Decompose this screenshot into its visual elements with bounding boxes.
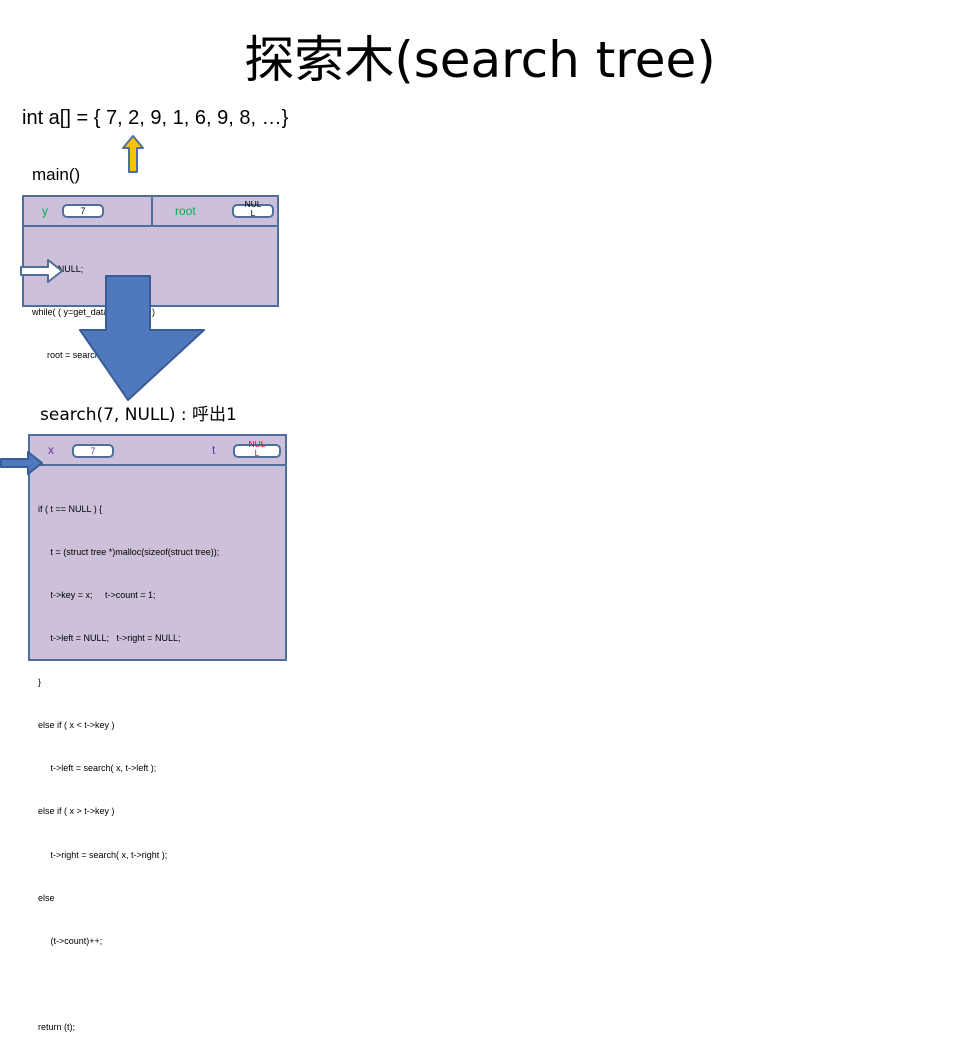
code-line: else if ( x > t->key ) (38, 806, 115, 817)
code-line: t->right = search( x, t->right ); (38, 849, 168, 860)
var-cell-root: root NUL L (153, 197, 277, 227)
var-name-y: y (42, 204, 48, 218)
var-value-root: NUL L (232, 200, 274, 218)
array-declaration: int a[] = { 7, 2, 9, 1, 6, 9, 8, …} (22, 107, 289, 129)
code-line: t = (struct tree *)malloc(sizeof(struct … (38, 547, 220, 558)
var-name-root: root (175, 204, 196, 218)
var-cell-y: y 7 (24, 197, 153, 227)
code-line: else (38, 892, 55, 903)
code-line: t->left = NULL; t->right = NULL; (38, 633, 181, 644)
code-line: t->key = x; t->count = 1; (38, 590, 156, 601)
var-value-t: NUL L (233, 440, 281, 458)
slide-title: 探索木(search tree) (244, 31, 716, 89)
code-line: t->left = search( x, t->left ); (38, 763, 157, 774)
main-frame-label: main() (32, 165, 81, 184)
var-value-y: 7 (62, 204, 104, 218)
search-code: if ( t == NULL ) { t = (struct tree *)ma… (38, 473, 219, 1064)
call-arrow-icon (79, 275, 205, 401)
code-line: if ( t == NULL ) { (38, 503, 103, 514)
code-line: else if ( x < t->key ) (38, 719, 115, 730)
var-value-root-text: NUL L (244, 199, 262, 218)
code-line: } (38, 676, 42, 687)
search-stack-frame: x 7 t NUL L if ( t == NULL ) { t = (stru… (28, 434, 287, 1032)
search-frame-label: search(7, NULL) : 呼出1 (40, 405, 237, 425)
var-name-x: x (48, 443, 54, 457)
code-line: (t->count)++; (38, 936, 103, 946)
var-value-t-text: NUL L (248, 439, 266, 458)
current-line-arrow-search-icon (0, 451, 43, 475)
var-header-search: x 7 t NUL L (30, 436, 285, 466)
array-pointer-arrow-icon (122, 135, 144, 173)
var-value-x: 7 (72, 444, 114, 458)
var-name-t: t (212, 443, 216, 457)
code-line: return (t); (38, 1022, 76, 1033)
current-line-arrow-main-icon (20, 259, 63, 283)
code-line (38, 977, 219, 991)
